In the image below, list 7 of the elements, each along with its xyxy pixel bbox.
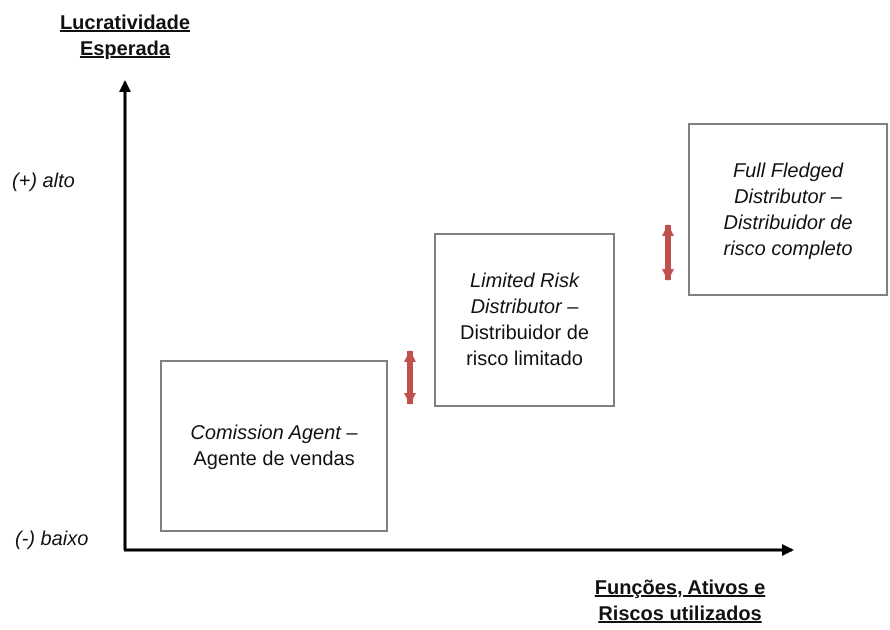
step-box: Full Fledged Distributor – Distribuidor de risco completo xyxy=(688,123,888,296)
axis-label: Funções, Ativos e Riscos utilizados xyxy=(594,576,766,627)
step-box: Comission Agent – Agente de vendas xyxy=(160,360,388,532)
axis-label: (+) alto xyxy=(12,169,76,194)
axis-label: Lucratividade Esperada xyxy=(58,11,192,62)
axis-label: (-) baixo xyxy=(15,527,90,552)
step-box: Limited Risk Distributor – Distribuidor de risco limitado xyxy=(434,233,615,407)
